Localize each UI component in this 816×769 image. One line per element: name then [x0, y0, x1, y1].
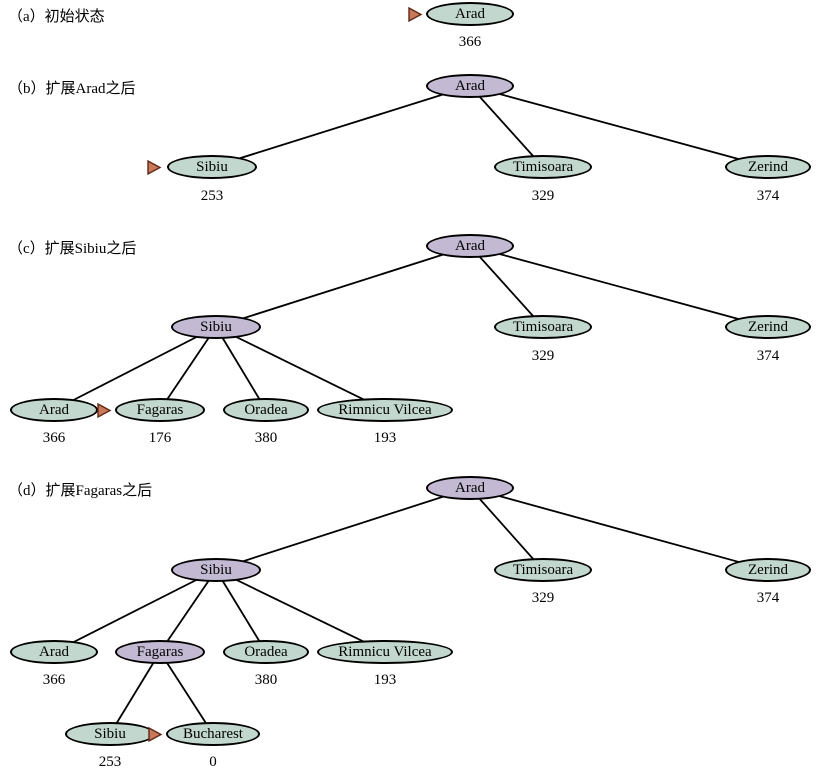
heuristic-value: 193	[373, 430, 397, 446]
node-label: Arad	[39, 643, 69, 660]
node-label: Zerind	[748, 318, 788, 335]
heuristic-value: 253	[200, 188, 224, 204]
tree-edge	[469, 85, 544, 168]
heuristic-value: 366	[42, 672, 66, 688]
node-d-arad2: Arad	[10, 640, 98, 664]
section-label-c: （c）扩展Sibiu之后	[8, 241, 137, 257]
tree-edge	[215, 326, 386, 411]
tree-edge	[53, 326, 217, 411]
node-label: Bucharest	[183, 725, 243, 742]
heuristic-value: 176	[148, 430, 172, 446]
node-label: Arad	[39, 401, 69, 418]
node-label: Arad	[455, 479, 485, 496]
tree-edge	[469, 487, 544, 571]
node-c-oradea: Oradea	[223, 398, 309, 422]
node-c-timisoara: Timisoara	[494, 315, 592, 339]
node-label: Zerind	[748, 561, 788, 578]
node-d-bucharest: Bucharest	[166, 722, 260, 746]
node-label: Fagaras	[136, 643, 184, 660]
node-d-sibiu: Sibiu	[171, 558, 261, 582]
node-label: Zerind	[748, 158, 788, 175]
heuristic-value: 329	[531, 188, 555, 204]
heuristic-value: 193	[373, 672, 397, 688]
heuristic-value: 329	[531, 348, 555, 364]
node-label: Timisoara	[512, 318, 574, 335]
heuristic-value: 366	[42, 430, 66, 446]
tree-edge	[469, 245, 544, 328]
node-label: Sibiu	[200, 318, 232, 335]
tree-edge	[469, 487, 769, 571]
node-c-fagaras: Fagaras	[115, 398, 205, 422]
node-d-zerind: Zerind	[725, 558, 811, 582]
tree-edge	[109, 651, 161, 735]
section-label-d: （d）扩展Fagaras之后	[8, 483, 153, 499]
node-label: Sibiu	[196, 158, 228, 175]
heuristic-value: 329	[531, 590, 555, 606]
node-c-arad2: Arad	[10, 398, 98, 422]
node-label: Timisoara	[512, 158, 574, 175]
section-label-a: （a）初始状态	[8, 9, 105, 25]
node-label: Arad	[455, 5, 485, 22]
tree-edge	[159, 326, 217, 411]
tree-edge	[215, 326, 267, 411]
heuristic-value: 366	[458, 34, 482, 50]
heuristic-value: 380	[254, 430, 278, 446]
expand-pointer-icon	[148, 727, 163, 743]
node-d-sibiu2: Sibiu	[65, 722, 155, 746]
tree-edge	[215, 569, 386, 653]
tree-edge	[211, 85, 471, 168]
node-label: Oradea	[244, 401, 288, 418]
tree-edge	[469, 85, 769, 168]
expand-pointer-icon	[408, 7, 423, 23]
heuristic-value: 374	[756, 590, 780, 606]
tree-edge	[159, 651, 214, 735]
node-label: Arad	[455, 237, 485, 254]
node-label: Sibiu	[94, 725, 126, 742]
tree-edge	[469, 245, 769, 328]
heuristic-value: 253	[98, 754, 122, 769]
node-label: Oradea	[244, 643, 288, 660]
node-a-arad: Arad	[426, 2, 514, 26]
node-label: Arad	[455, 77, 485, 94]
node-c-rimnicu-vilcea: Rimnicu Vilcea	[317, 398, 453, 422]
node-b-sibiu: Sibiu	[167, 155, 257, 179]
heuristic-value: 0	[209, 754, 217, 769]
heuristic-value: 380	[254, 672, 278, 688]
expand-pointer-icon	[97, 403, 112, 419]
tree-edge	[215, 569, 267, 653]
node-d-fagaras: Fagaras	[115, 640, 205, 664]
node-b-zerind: Zerind	[725, 155, 811, 179]
node-label: Sibiu	[200, 561, 232, 578]
node-b-arad: Arad	[426, 74, 514, 98]
node-c-zerind: Zerind	[725, 315, 811, 339]
expand-pointer-icon	[147, 160, 162, 176]
tree-edge	[215, 487, 471, 571]
node-label: Rimnicu Vilcea	[338, 401, 432, 418]
node-d-timisoara: Timisoara	[494, 558, 592, 582]
tree-edge	[215, 245, 471, 328]
node-label: Fagaras	[136, 401, 184, 418]
node-c-arad: Arad	[426, 234, 514, 258]
section-label-b: （b）扩展Arad之后	[8, 81, 136, 97]
node-label: Rimnicu Vilcea	[338, 643, 432, 660]
heuristic-value: 374	[756, 348, 780, 364]
node-d-arad: Arad	[426, 476, 514, 500]
node-b-timisoara: Timisoara	[494, 155, 592, 179]
tree-edge	[159, 569, 217, 653]
node-label: Timisoara	[512, 561, 574, 578]
tree-edge	[53, 569, 217, 653]
heuristic-value: 374	[756, 188, 780, 204]
node-d-oradea: Oradea	[223, 640, 309, 664]
node-d-rimnicu-vilcea: Rimnicu Vilcea	[317, 640, 453, 664]
node-c-sibiu: Sibiu	[171, 315, 261, 339]
